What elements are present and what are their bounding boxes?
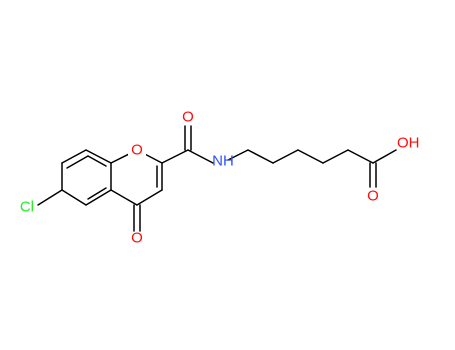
bond [161, 149, 189, 164]
bond [372, 149, 397, 164]
ketone-oxygen-label: O [131, 230, 143, 247]
bond [136, 189, 163, 206]
bond [87, 155, 107, 167]
bond [227, 149, 249, 161]
chlorine-label: Cl [20, 199, 34, 216]
bond [37, 189, 63, 206]
atom-labels: O O O NH Cl OH O [20, 109, 420, 247]
bond [347, 149, 374, 164]
bond [110, 189, 138, 206]
bond [87, 187, 107, 200]
ring-oxygen-label: O [131, 142, 143, 159]
amide-oxygen-label: O [182, 109, 194, 126]
bonds [37, 125, 397, 232]
bond [297, 149, 324, 164]
bond [61, 189, 87, 206]
bond [85, 189, 112, 206]
amide-nitrogen-label: NH [212, 153, 234, 170]
bond [85, 149, 112, 164]
bond [61, 149, 87, 164]
bond [272, 149, 299, 164]
carboxyl-oxygen-label: O [367, 188, 379, 205]
bond [322, 149, 349, 164]
bond [66, 155, 89, 169]
hydroxyl-label: OH [397, 135, 420, 152]
bond [187, 149, 214, 164]
bond [247, 149, 274, 164]
